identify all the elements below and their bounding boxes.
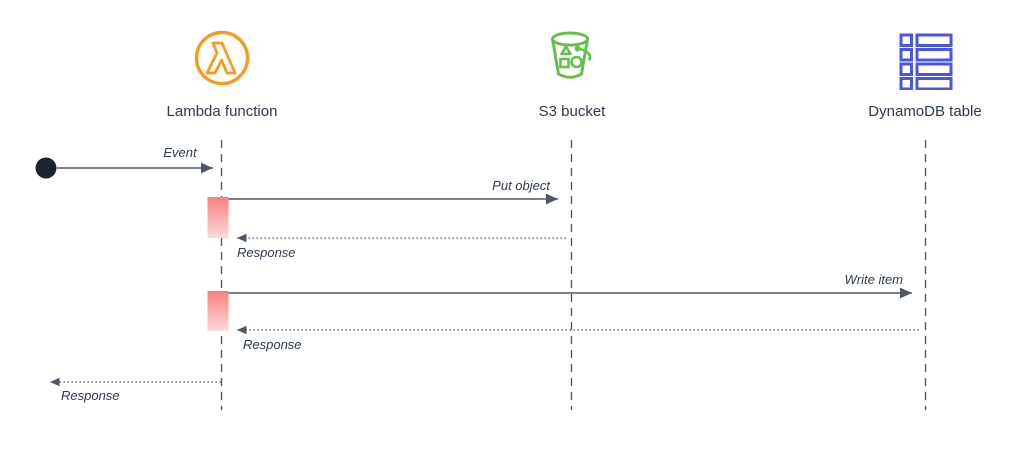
activation-bar-2 [207,291,229,331]
message-label-response-final: Response [61,388,120,403]
start-node [35,157,57,179]
aws-s3-bucket-icon [551,31,592,79]
message-label-write-item: Write item [844,272,904,287]
message-label-response-s3: Response [237,245,296,260]
aws-lambda-icon [194,30,250,86]
actor-label-dynamodb: DynamoDB table [868,103,982,120]
aws-dynamodb-table-icon [899,33,953,90]
message-label-put-object: Put object [492,178,550,193]
activation-bar-1 [207,197,229,238]
actor-label-s3: S3 bucket [538,103,606,120]
message-label-response-dynamodb: Response [243,337,302,352]
actor-label-lambda: Lambda function [166,103,278,120]
message-label-event: Event [163,145,197,160]
